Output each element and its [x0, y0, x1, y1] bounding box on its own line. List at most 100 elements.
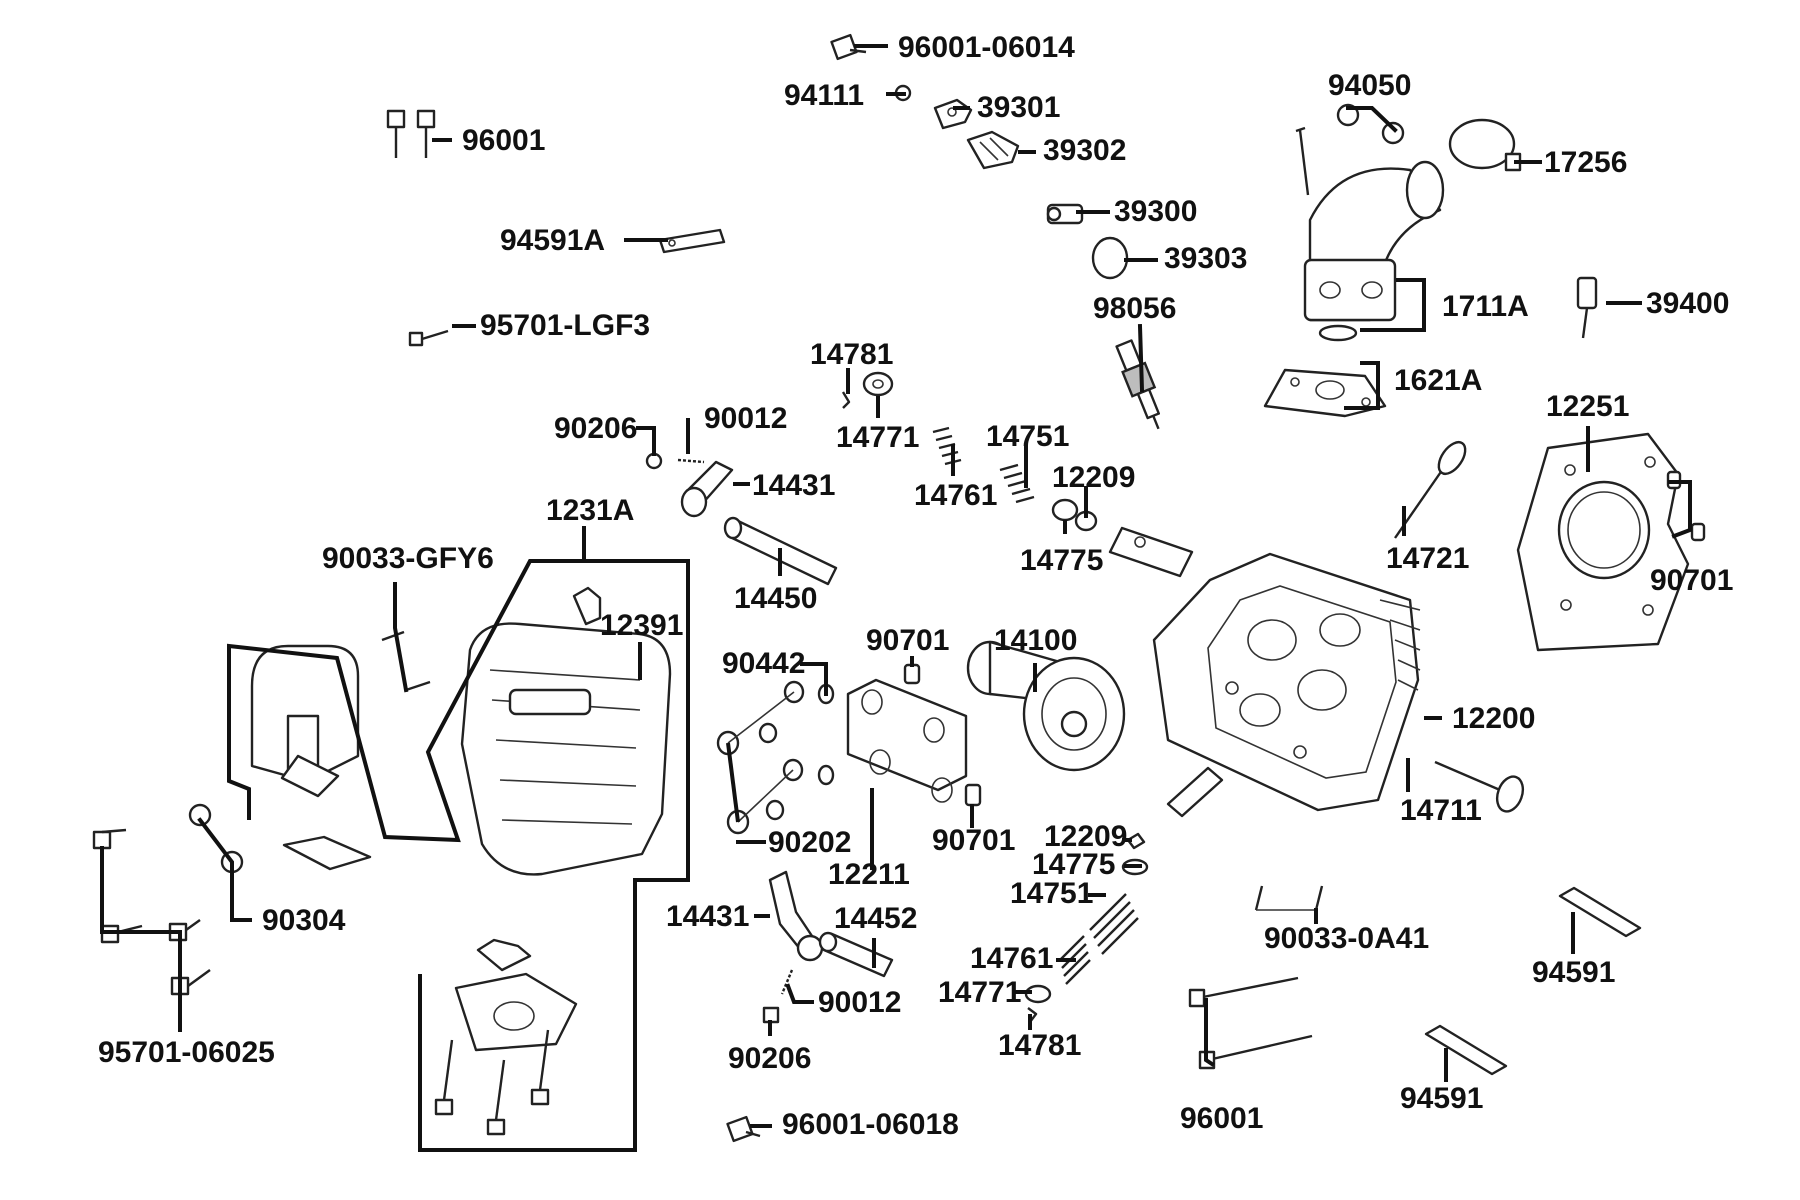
nut-90206-low-drawing: [762, 1006, 780, 1024]
valve-14721-drawing: [1394, 440, 1467, 539]
spark-plug-98056-drawing: [1115, 339, 1161, 430]
leader-lines: [100, 44, 1692, 1128]
label-90206-low: 90206: [728, 1042, 811, 1075]
bolts-96001-top-drawing: [386, 109, 436, 158]
label-90206-top: 90206: [554, 412, 637, 445]
label-39302: 39302: [1043, 134, 1126, 167]
rocker-arm-14431-low-drawing: [768, 870, 824, 962]
label-94591a: 94591A: [500, 224, 605, 257]
label-14775-low: 14775: [1032, 848, 1115, 881]
dowel-pin-90701-mid-drawing: [903, 663, 921, 685]
breather-plate-drawing: [476, 938, 532, 972]
gasket-lower-left-drawing: [282, 835, 372, 871]
label-90012-top: 90012: [704, 402, 787, 435]
label-14781-top: 14781: [810, 338, 893, 371]
label-14751-top: 14751: [986, 420, 1069, 453]
label-90033-gfy6: 90033-GFY6: [322, 542, 494, 575]
cylinder-head-12200-drawing: [1152, 552, 1421, 812]
cover-bolts-drawing: [434, 1029, 550, 1136]
pins-90033-0a41-drawing: [1254, 885, 1324, 911]
bolt-96001-06014-drawing: [830, 33, 867, 61]
oring-39303-drawing: [1091, 236, 1129, 280]
head-gasket-12251-drawing: [1516, 432, 1690, 652]
label-14431-top: 14431: [752, 469, 835, 502]
label-39400: 39400: [1646, 287, 1729, 320]
label-14771-top: 14771: [836, 421, 919, 454]
intake-manifold-1711a-drawing: [1295, 126, 1445, 342]
studs-96001-bottom-drawing: [1188, 976, 1313, 1070]
seal-12209-low-drawing: [1126, 832, 1146, 850]
bolt-96001-06018-drawing: [726, 1115, 761, 1143]
label-14781-low: 14781: [998, 1029, 1081, 1062]
cylinder-head-cover-12391-drawing: [460, 586, 672, 876]
label-12211: 12211: [828, 858, 910, 891]
breather-pipe-drawing: [250, 644, 360, 798]
label-14775-top: 14775: [1020, 544, 1103, 577]
label-96001-06018: 96001-06018: [782, 1108, 959, 1141]
label-90701-mid: 90701: [866, 624, 949, 657]
camshaft-14100-drawing: [966, 640, 1126, 772]
cotter-14781-top-drawing: [841, 391, 851, 409]
group-frame-1231a: [227, 559, 690, 1152]
label-94050: 94050: [1328, 69, 1411, 102]
label-14711: 14711: [1400, 794, 1482, 827]
washers-90442-drawing: [782, 680, 835, 786]
label-96001-bottom: 96001: [1180, 1102, 1263, 1135]
label-14721: 14721: [1386, 542, 1469, 575]
pins-90033-gfy6-drawing: [381, 630, 431, 692]
nuts-94050-drawing: [1336, 103, 1405, 145]
bolts-95701-06025-drawing: [92, 828, 211, 996]
reed-cage-39302-drawing: [966, 130, 1020, 170]
label-1621a: 1621A: [1394, 364, 1482, 397]
label-14450: 14450: [734, 582, 817, 615]
group-frame-90202: [726, 742, 740, 823]
label-12251: 12251: [1546, 390, 1629, 423]
label-90701-low: 90701: [932, 824, 1015, 857]
label-98056: 98056: [1093, 292, 1176, 325]
spring-14751-14761-top-drawing: [932, 426, 1035, 504]
label-94111: 94111: [784, 79, 864, 112]
label-90701-right: 90701: [1650, 564, 1733, 597]
washer-14775-top-drawing: [1051, 498, 1079, 522]
reed-valve-39301-drawing: [933, 98, 973, 130]
label-14100: 14100: [994, 624, 1077, 657]
gasket-94591a-drawing: [658, 228, 726, 254]
label-90202: 90202: [768, 826, 851, 859]
gasket-94591-lower-drawing: [1424, 1024, 1508, 1076]
sensor-39400-drawing: [1576, 276, 1598, 339]
guide-plate-drawing: [1108, 526, 1194, 578]
label-94591-lower: 94591: [1400, 1082, 1483, 1115]
label-96001-06014: 96001-06014: [898, 31, 1075, 64]
spring-14761-low-drawing: [1059, 935, 1091, 985]
label-14771-low: 14771: [938, 976, 1021, 1009]
label-94591-upper: 94591: [1532, 956, 1615, 989]
label-96001-top: 96001: [462, 124, 545, 157]
retainer-14771-top-drawing: [862, 371, 894, 397]
valve-14711-drawing: [1434, 760, 1525, 813]
dowel-pin-90701-low-drawing: [964, 783, 982, 807]
screw-90012-low-drawing: [780, 969, 794, 995]
spring-14751-low-drawing: [1089, 893, 1139, 955]
label-39301: 39301: [977, 91, 1060, 124]
label-12391: 12391: [600, 609, 683, 642]
label-14431-low: 14431: [666, 900, 749, 933]
cover-base-drawing: [454, 972, 578, 1052]
bolt-95701-lgf3-drawing: [408, 329, 449, 347]
label-12200: 12200: [1452, 702, 1535, 735]
label-17256: 17256: [1544, 146, 1627, 179]
screw-90012-top-drawing: [677, 458, 705, 464]
nut-90206-top-drawing: [645, 452, 663, 470]
rocker-arm-14431-top-drawing: [680, 460, 734, 518]
clamp-17256-drawing: [1448, 118, 1522, 172]
label-14452: 14452: [834, 902, 917, 935]
label-14761-top: 14761: [914, 479, 997, 512]
label-90012-low: 90012: [818, 986, 901, 1019]
label-90304: 90304: [262, 904, 346, 937]
label-14751-low: 14751: [1010, 877, 1093, 910]
label-39303: 39303: [1164, 242, 1247, 275]
label-14761-low: 14761: [970, 942, 1053, 975]
rocker-holder-12211-drawing: [846, 678, 968, 803]
label-12209-low: 12209: [1044, 820, 1127, 853]
label-39300: 39300: [1114, 195, 1197, 228]
